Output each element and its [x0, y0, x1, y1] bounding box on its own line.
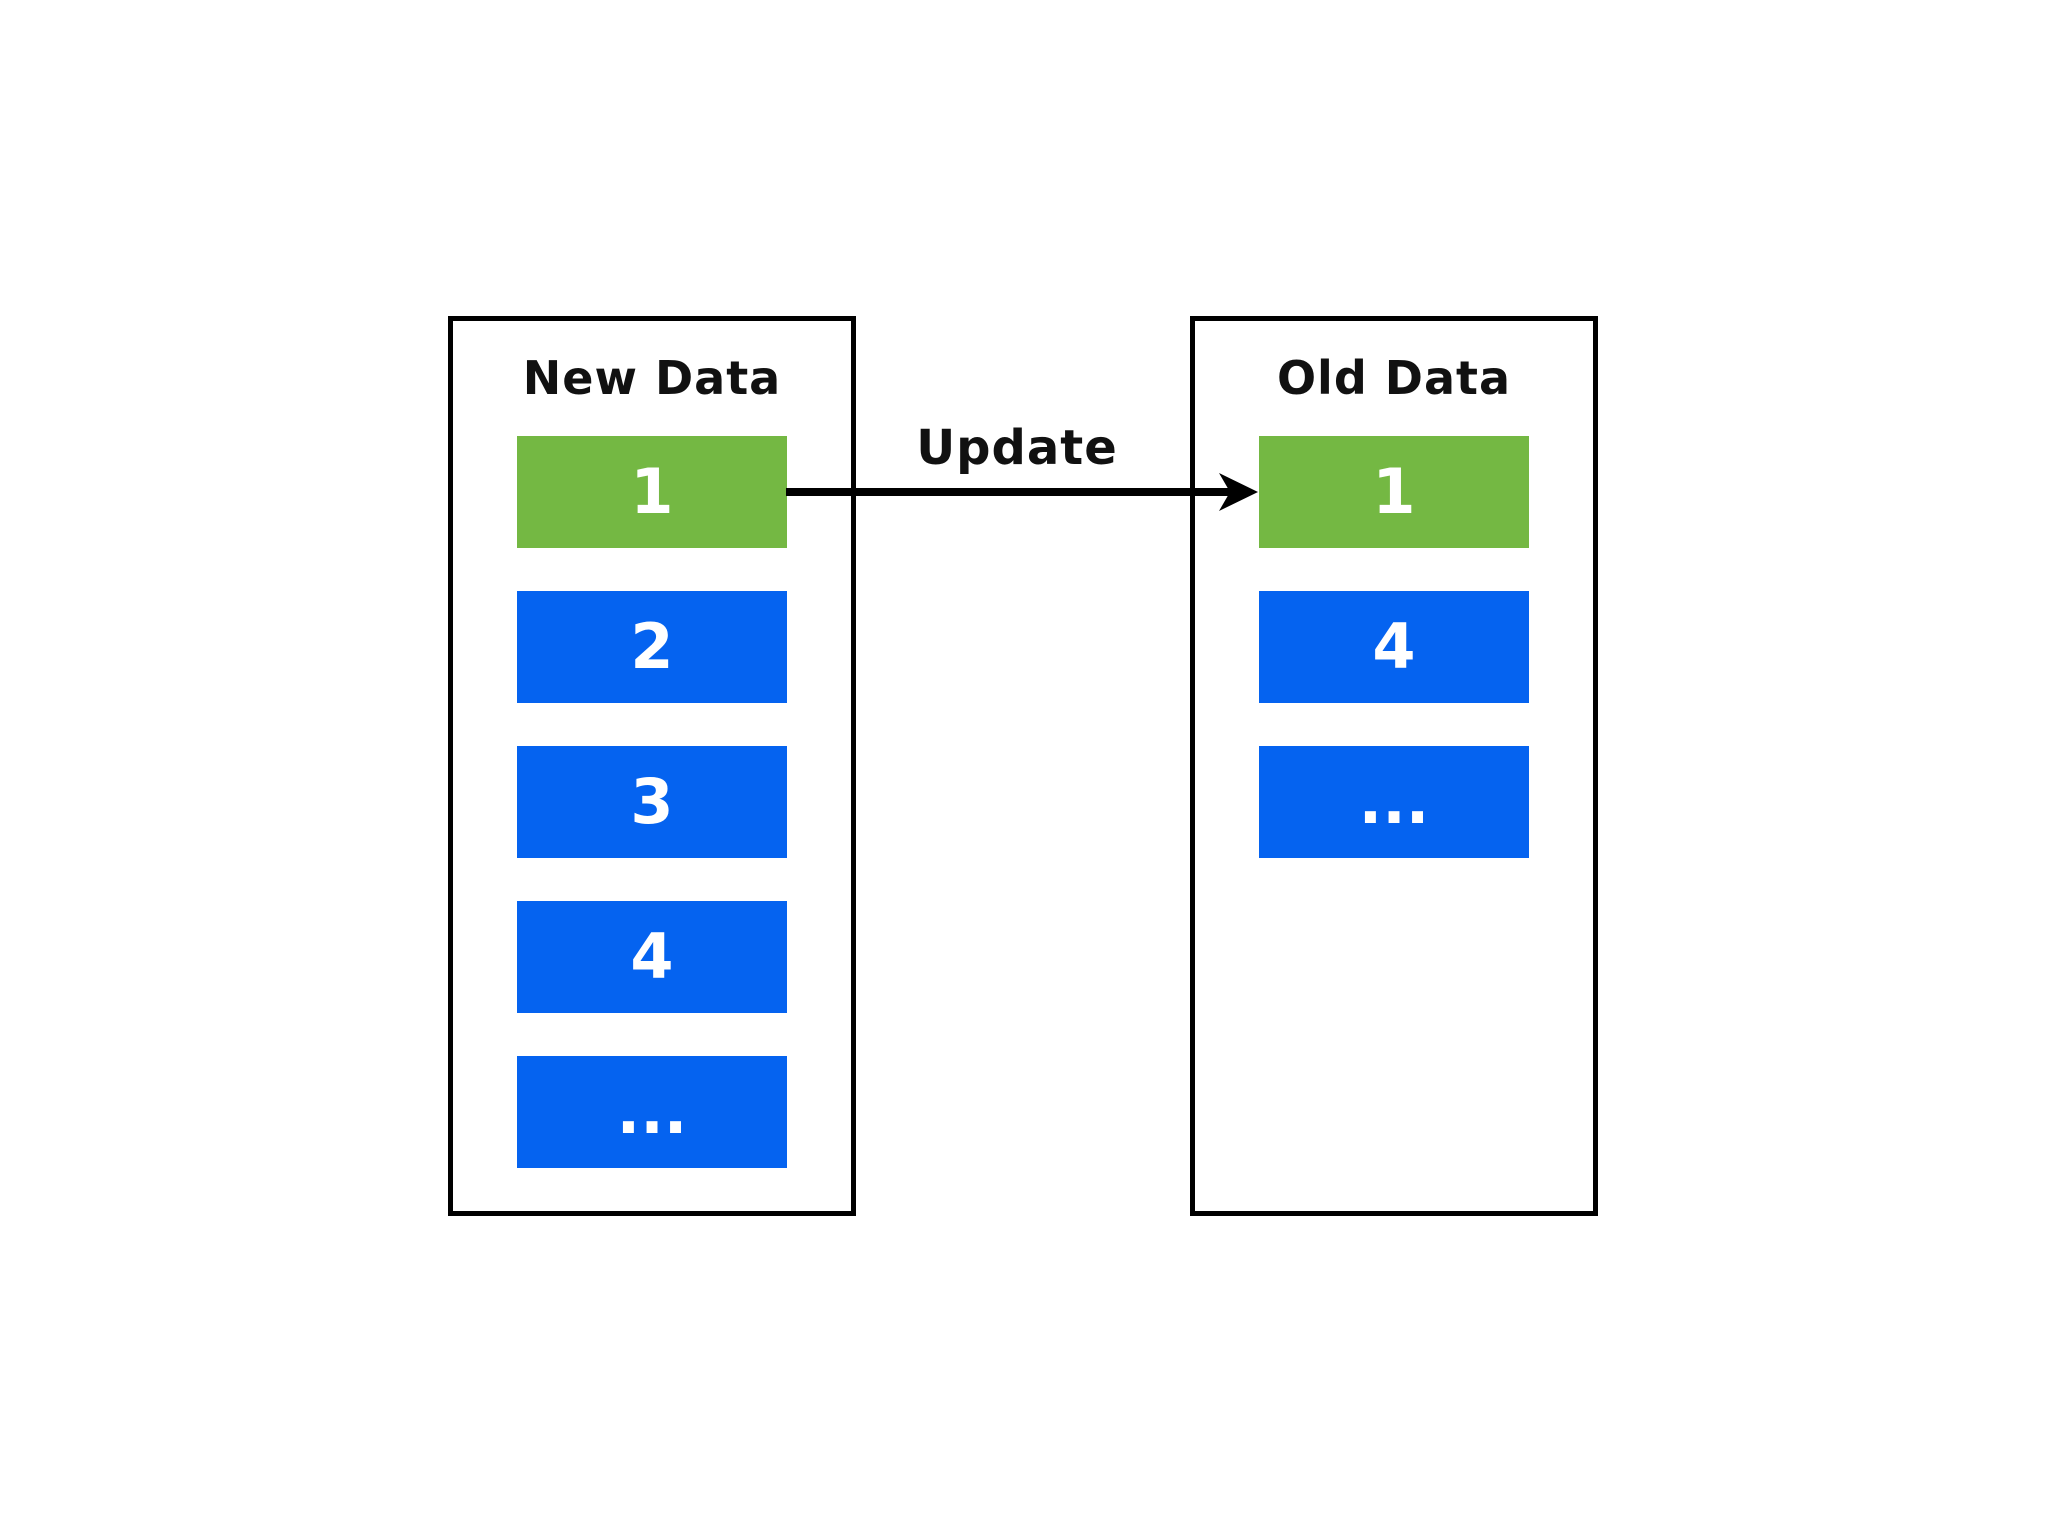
new-data-title: New Data [522, 351, 782, 405]
data-item: 4 [517, 901, 787, 1013]
data-item: 1 [517, 436, 787, 548]
item-label: ... [616, 1075, 688, 1148]
old-data-box: Old Data 1 4 ... [1190, 316, 1598, 1216]
new-data-items: 1 2 3 4 ... [517, 436, 787, 1211]
item-label: ... [1358, 765, 1430, 838]
update-label: Update [916, 420, 1118, 476]
item-label: 2 [630, 610, 674, 683]
data-item: ... [1259, 746, 1529, 858]
data-item: ... [517, 1056, 787, 1168]
data-item: 2 [517, 591, 787, 703]
data-item: 1 [1259, 436, 1529, 548]
item-label: 1 [630, 455, 674, 528]
data-item: 3 [517, 746, 787, 858]
item-label: 4 [630, 920, 674, 993]
old-data-title: Old Data [1276, 351, 1512, 405]
item-label: 1 [1372, 455, 1416, 528]
item-label: 3 [630, 765, 674, 838]
old-data-items: 1 4 ... [1259, 436, 1529, 901]
data-item: 4 [1259, 591, 1529, 703]
new-data-box: New Data 1 2 3 4 ... [448, 316, 856, 1216]
item-label: 4 [1372, 610, 1416, 683]
